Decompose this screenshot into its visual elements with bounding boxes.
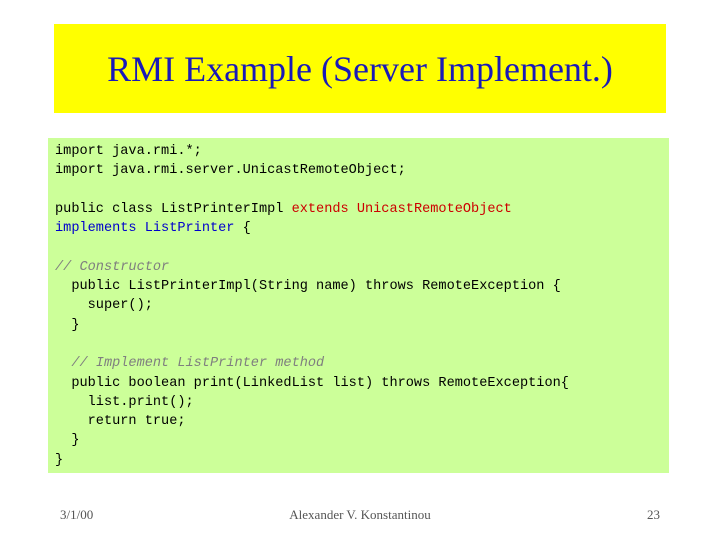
code-open-brace: { — [234, 221, 251, 237]
code-comment-constructor: // Constructor — [55, 259, 170, 275]
code-line-constructor: public ListPrinterImpl(String name) thro… — [55, 279, 561, 295]
code-line-implements: implements ListPrinter { — [55, 219, 569, 238]
code-line-close-constructor: } — [55, 317, 80, 333]
code-line-method: public boolean print(LinkedList list) th… — [55, 375, 569, 391]
code-text: import java.rmi.*; import java.rmi.server… — [55, 142, 569, 470]
slide-title: RMI Example (Server Implement.) — [107, 48, 613, 89]
footer-date: 3/1/00 — [60, 507, 94, 522]
code-line-class-decl: public class ListPrinterImpl extends Uni… — [55, 200, 569, 219]
code-line-list-print: list.print(); — [55, 394, 194, 410]
code-comment-method: // Implement ListPrinter method — [55, 356, 325, 372]
code-class-signature: public class ListPrinterImpl — [55, 201, 292, 217]
code-extends-clause: extends UnicastRemoteObject — [291, 201, 512, 217]
footer-author: Alexander V. Konstantinou — [289, 507, 431, 522]
code-implements-clause: implements ListPrinter — [55, 221, 235, 237]
code-block: import java.rmi.*; import java.rmi.server… — [48, 138, 669, 473]
code-line-return: return true; — [55, 414, 186, 430]
code-line-super: super(); — [55, 298, 153, 314]
code-line-close-class: } — [55, 452, 64, 468]
code-line-1: import java.rmi.*; — [55, 144, 202, 159]
code-line-blank — [55, 335, 569, 354]
code-line-close-method: } — [55, 433, 80, 449]
code-line-blank — [55, 238, 569, 257]
slide-title-box: RMI Example (Server Implement.) — [54, 24, 666, 113]
code-line-2: import java.rmi.server.UnicastRemoteObje… — [55, 163, 406, 179]
code-line-blank — [55, 181, 569, 200]
footer-page-number: 23 — [647, 507, 660, 522]
